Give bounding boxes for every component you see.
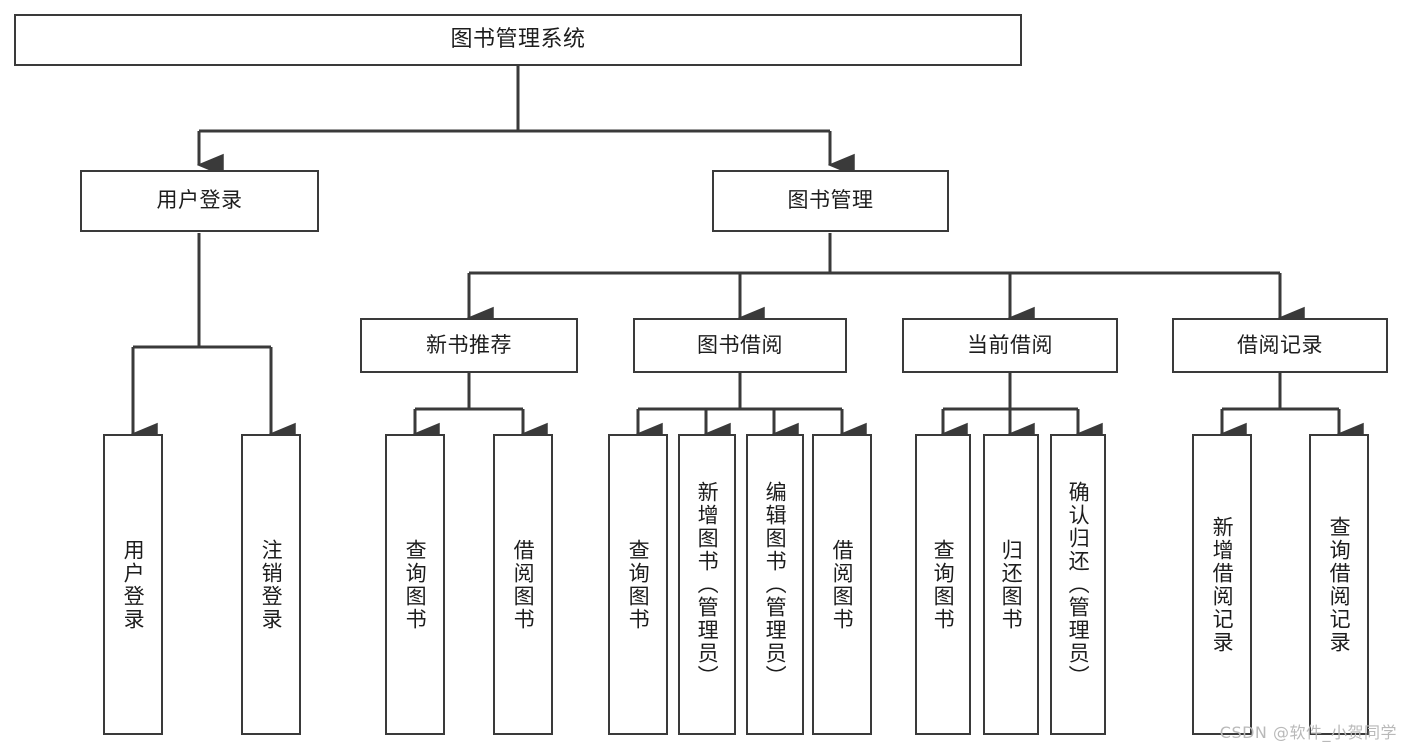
node-root-book-management-system[interactable]: 图书管理系统: [14, 14, 1022, 66]
node-label: 用户登录: [156, 188, 243, 213]
node-label: 查询借阅记录: [1327, 515, 1352, 654]
watermark: CSDN @软件_小贺同学: [1219, 723, 1397, 742]
node-label: 新增图书（管理员）: [695, 481, 720, 688]
node-label: 注销登录: [259, 538, 284, 631]
node-label: 查询图书: [931, 538, 956, 631]
node-label: 新增借阅记录: [1210, 515, 1235, 654]
leaf-borrow-book[interactable]: 借阅图书: [812, 434, 872, 735]
node-user-login[interactable]: 用户登录: [80, 170, 319, 232]
node-label: 确认归还（管理员）: [1066, 481, 1091, 688]
node-label: 图书借阅: [697, 332, 783, 357]
leaf-add-borrow-record[interactable]: 新增借阅记录: [1192, 434, 1252, 735]
leaf-query-book-borrow[interactable]: 查询图书: [608, 434, 668, 735]
node-book-manage[interactable]: 图书管理: [712, 170, 949, 232]
node-label: 用户登录: [121, 538, 146, 631]
node-label: 编辑图书（管理员）: [763, 481, 788, 688]
leaf-query-book-current[interactable]: 查询图书: [915, 434, 971, 735]
leaf-return-book[interactable]: 归还图书: [983, 434, 1039, 735]
node-label: 查询图书: [403, 538, 428, 631]
node-label: 当前借阅: [967, 332, 1053, 357]
node-label: 图书管理系统: [450, 26, 586, 52]
leaf-confirm-return-admin[interactable]: 确认归还（管理员）: [1050, 434, 1106, 735]
node-label: 借阅图书: [830, 538, 855, 631]
node-new-book-recommend[interactable]: 新书推荐: [360, 318, 578, 373]
leaf-add-book-admin[interactable]: 新增图书（管理员）: [678, 434, 736, 735]
leaf-edit-book-admin[interactable]: 编辑图书（管理员）: [746, 434, 804, 735]
leaf-user-login[interactable]: 用户登录: [103, 434, 163, 735]
node-label: 新书推荐: [426, 332, 512, 357]
node-label: 归还图书: [999, 538, 1024, 631]
node-label: 借阅图书: [511, 538, 536, 631]
node-borrow-record[interactable]: 借阅记录: [1172, 318, 1388, 373]
node-label: 借阅记录: [1237, 332, 1323, 357]
node-label: 查询图书: [626, 538, 651, 631]
leaf-borrow-book-recommend[interactable]: 借阅图书: [493, 434, 553, 735]
leaf-query-book-recommend[interactable]: 查询图书: [385, 434, 445, 735]
leaf-user-logout[interactable]: 注销登录: [241, 434, 301, 735]
node-book-borrow[interactable]: 图书借阅: [633, 318, 847, 373]
node-current-borrow[interactable]: 当前借阅: [902, 318, 1118, 373]
leaf-query-borrow-record[interactable]: 查询借阅记录: [1309, 434, 1369, 735]
node-label: 图书管理: [787, 188, 874, 213]
